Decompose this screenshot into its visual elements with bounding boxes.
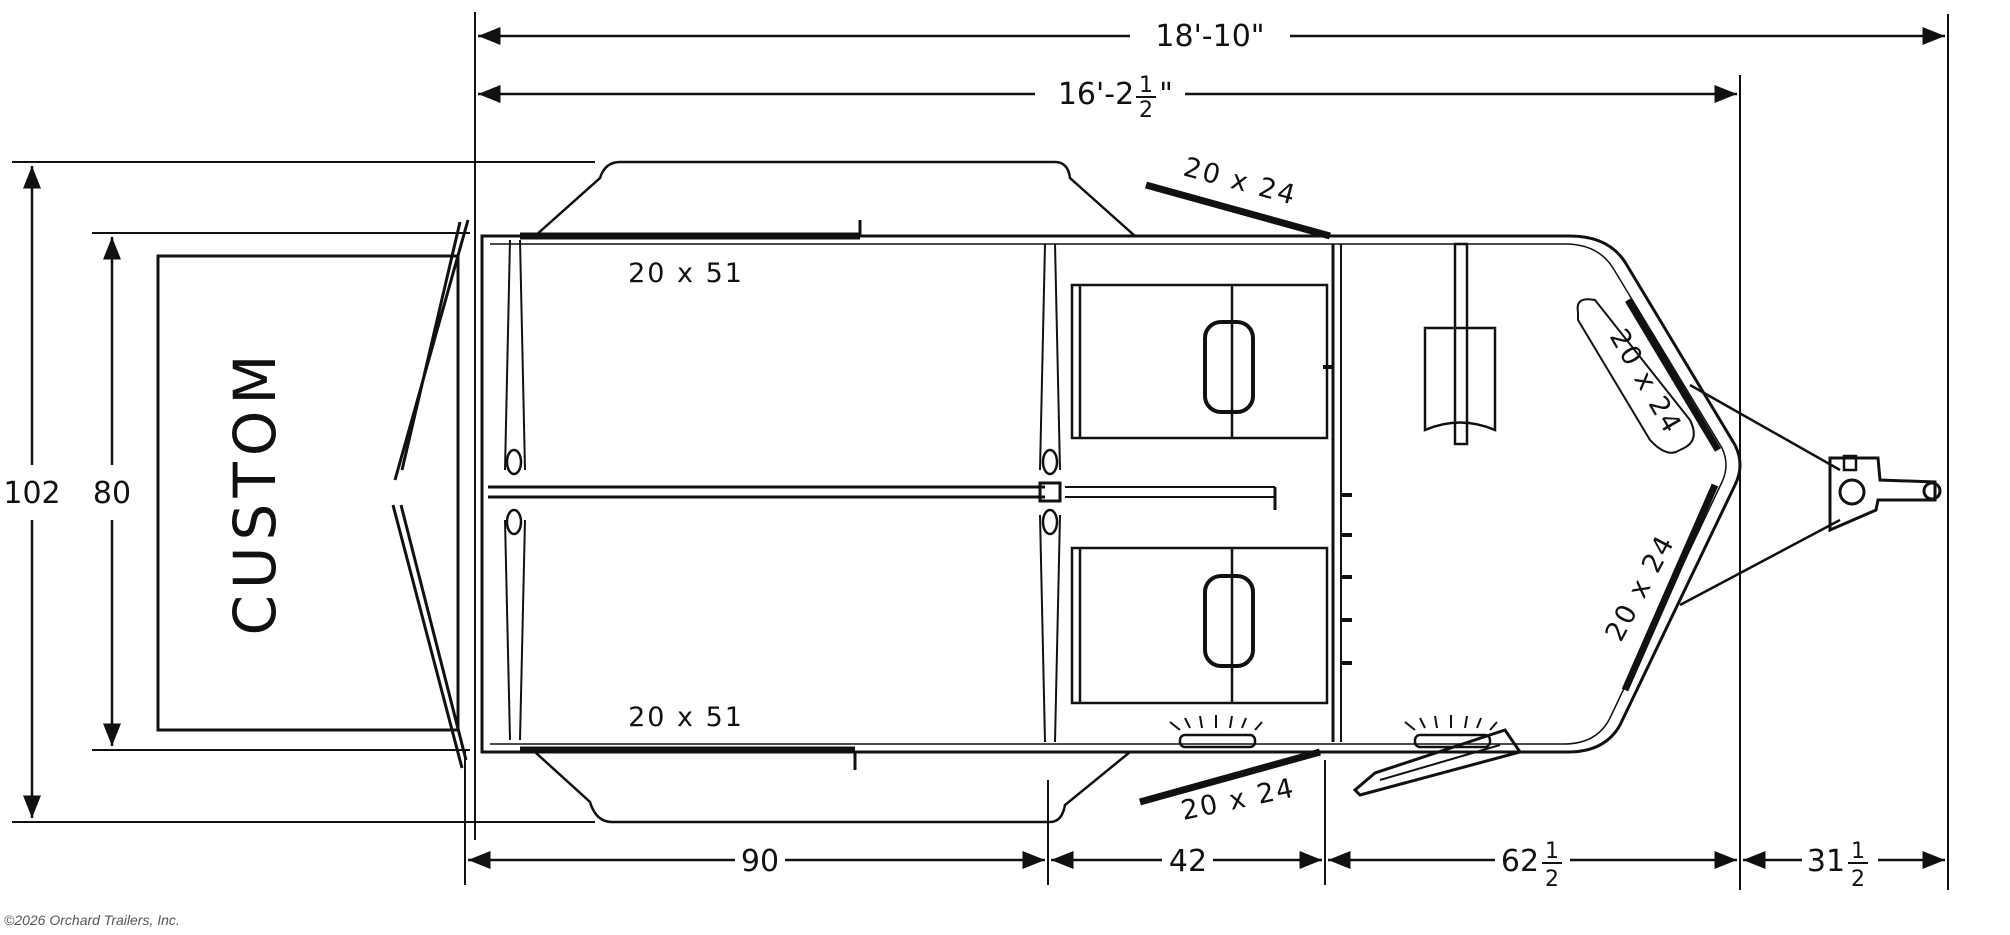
inner-width-label: 80 bbox=[93, 476, 131, 511]
hitch-tongue bbox=[1679, 383, 1942, 607]
trailer-body bbox=[480, 234, 1742, 754]
dim-90-label: 90 bbox=[741, 844, 779, 879]
nose-window-lower bbox=[1621, 483, 1719, 692]
fender-bottom bbox=[534, 751, 1131, 824]
drop-window-bottom bbox=[1139, 748, 1321, 806]
svg-text:1: 1 bbox=[1545, 839, 1559, 864]
manger-top bbox=[1070, 283, 1329, 440]
rear-window-top-label: 20 x 51 bbox=[628, 258, 744, 289]
outer-width-label: 102 bbox=[3, 476, 60, 511]
rear-door-top bbox=[393, 219, 470, 481]
svg-text:62: 62 bbox=[1501, 844, 1539, 879]
light-left bbox=[1169, 715, 1263, 749]
svg-text:": " bbox=[1159, 77, 1173, 112]
rear-window-bottom-label: 20 x 51 bbox=[628, 702, 744, 733]
svg-text:1: 1 bbox=[1851, 839, 1865, 864]
saddle-rack bbox=[1423, 242, 1497, 446]
svg-text:31: 31 bbox=[1807, 844, 1845, 879]
manger-bottom bbox=[1070, 546, 1329, 705]
nose-window-upper bbox=[1624, 298, 1722, 452]
body-length-label: 16'-2 1 2 " bbox=[1058, 73, 1173, 123]
custom-area bbox=[156, 254, 460, 732]
fender-top bbox=[534, 160, 1136, 237]
svg-text:1: 1 bbox=[1139, 73, 1153, 98]
light-right bbox=[1404, 715, 1498, 749]
drop-window-bottom-label: 20 x 24 bbox=[1178, 772, 1298, 826]
nose-window-callout bbox=[1576, 298, 1695, 454]
escape-door bbox=[1352, 728, 1523, 797]
overall-length-label: 18'-10" bbox=[1155, 19, 1264, 54]
svg-text:16'-2: 16'-2 bbox=[1058, 77, 1134, 112]
copyright-notice: ©2026 Orchard Trailers, Inc. bbox=[4, 912, 180, 928]
dim-31-half-label: 31 1 2 bbox=[1807, 839, 1868, 892]
rear-door-bottom bbox=[391, 504, 468, 769]
svg-text:2: 2 bbox=[1851, 867, 1865, 892]
custom-label: CUSTOM bbox=[221, 349, 289, 636]
dim-62-half-label: 62 1 2 bbox=[1501, 839, 1562, 892]
drop-window-top bbox=[1145, 181, 1331, 240]
svg-text:2: 2 bbox=[1139, 98, 1153, 123]
center-divider bbox=[488, 481, 1277, 510]
svg-text:2: 2 bbox=[1545, 867, 1559, 892]
dim-42-label: 42 bbox=[1169, 844, 1207, 879]
